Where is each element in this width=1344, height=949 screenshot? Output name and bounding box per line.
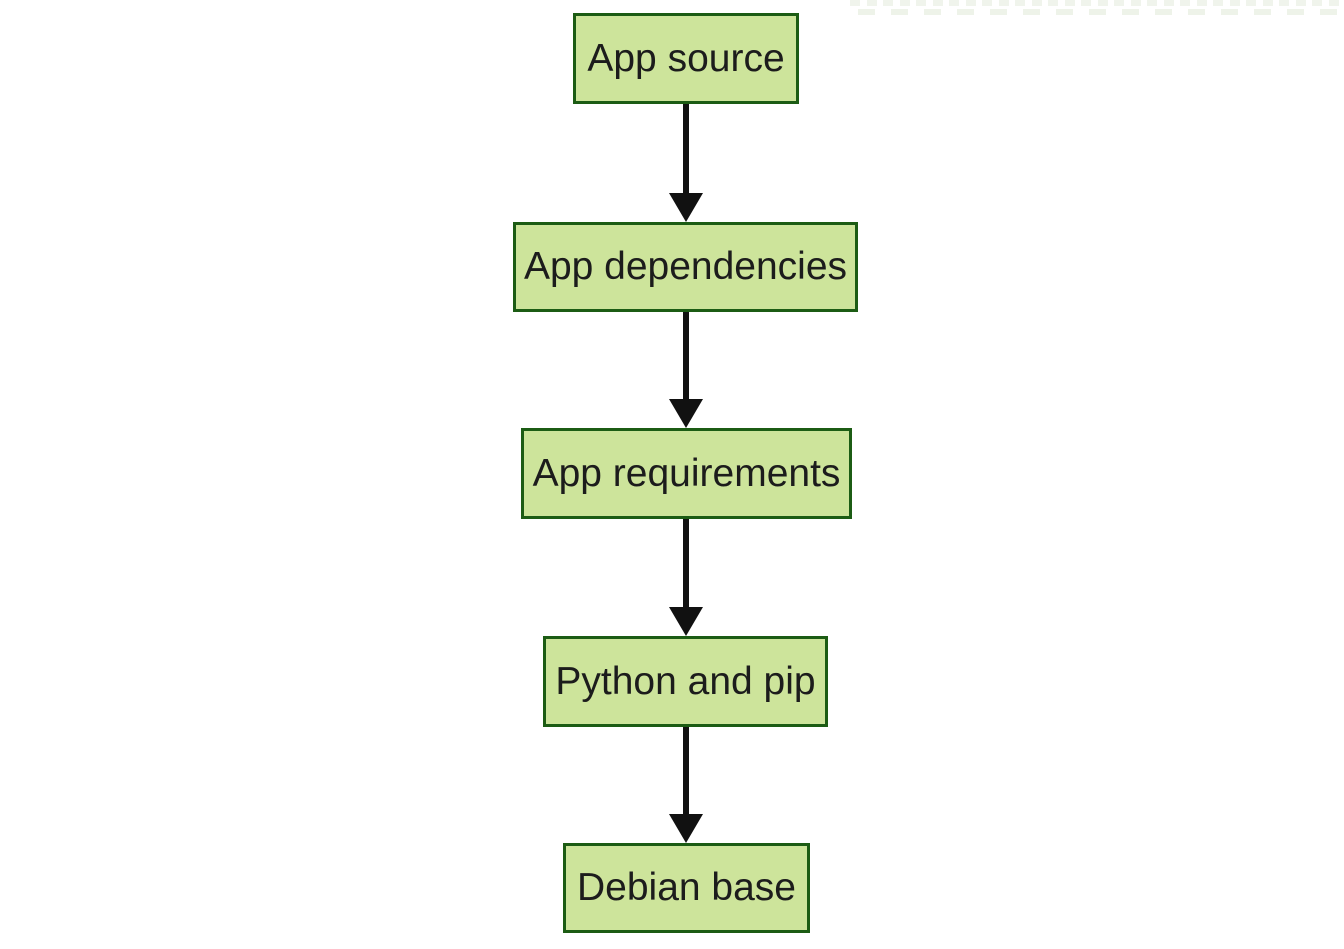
- flow-node-app-requirements: App requirements: [521, 428, 852, 519]
- flow-node-app-source: App source: [573, 13, 799, 104]
- arrow-down-icon: [669, 727, 703, 843]
- node-label: App dependencies: [523, 245, 848, 288]
- arrow-down-icon: [669, 104, 703, 222]
- node-label: Debian base: [577, 866, 796, 909]
- flow-node-python-and-pip: Python and pip: [543, 636, 828, 727]
- watermark-pattern: [850, 0, 1344, 16]
- watermark-row: [850, 0, 1344, 6]
- watermark-row: [850, 9, 1344, 15]
- arrow-down-icon: [669, 312, 703, 428]
- flow-node-app-dependencies: App dependencies: [513, 222, 858, 312]
- flow-node-debian-base: Debian base: [563, 843, 810, 933]
- node-label: Python and pip: [555, 659, 816, 703]
- node-label: App requirements: [532, 451, 841, 495]
- node-label: App source: [587, 36, 785, 80]
- arrow-down-icon: [669, 519, 703, 636]
